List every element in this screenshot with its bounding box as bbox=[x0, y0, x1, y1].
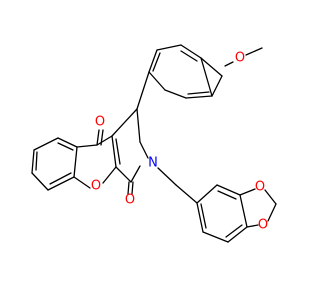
bond bbox=[96, 129, 100, 146]
bond bbox=[227, 226, 248, 243]
bond bbox=[264, 189, 277, 205]
bond bbox=[136, 108, 141, 143]
bond bbox=[136, 71, 150, 110]
bond bbox=[130, 165, 141, 183]
bond bbox=[267, 203, 277, 222]
ketone-oxygen-label: O bbox=[95, 115, 105, 130]
bond bbox=[180, 44, 202, 59]
bond bbox=[211, 75, 223, 97]
bond bbox=[73, 146, 78, 178]
bond bbox=[185, 95, 213, 99]
bond bbox=[76, 144, 98, 148]
bond bbox=[187, 91, 210, 95]
bond bbox=[157, 167, 177, 186]
molecule-structure: O O O O N O O bbox=[0, 0, 300, 300]
bond bbox=[246, 224, 259, 228]
bond bbox=[156, 44, 182, 51]
bond bbox=[200, 57, 223, 77]
bond bbox=[47, 176, 75, 191]
atom-labels: O O O O N O O bbox=[91, 51, 268, 233]
bond bbox=[175, 184, 198, 204]
bond bbox=[31, 149, 35, 174]
bond bbox=[196, 184, 218, 204]
bond bbox=[31, 172, 49, 191]
molecule-canvas: O O O O N O O bbox=[0, 0, 300, 300]
bond bbox=[115, 166, 132, 183]
methoxy-oxygen-label: O bbox=[235, 51, 245, 66]
bond bbox=[200, 203, 207, 229]
bond bbox=[196, 202, 204, 233]
bond bbox=[73, 176, 91, 189]
bond bbox=[148, 49, 158, 73]
bond bbox=[102, 166, 117, 184]
background bbox=[0, 0, 300, 300]
bond bbox=[239, 194, 248, 228]
bond bbox=[225, 224, 243, 238]
bond bbox=[148, 71, 166, 91]
bond bbox=[202, 231, 229, 243]
bond bbox=[35, 151, 38, 171]
bond bbox=[127, 181, 130, 195]
bond bbox=[115, 138, 121, 165]
bond bbox=[245, 47, 263, 56]
bond bbox=[224, 61, 234, 67]
bond bbox=[152, 52, 161, 72]
dioxole-upper-oxygen-label: O bbox=[255, 180, 265, 195]
bond bbox=[180, 50, 198, 62]
bonds bbox=[31, 44, 277, 243]
ring-oxygen-label: O bbox=[91, 179, 101, 194]
lactam-oxygen-label: O bbox=[125, 193, 135, 208]
bond bbox=[57, 142, 74, 151]
bond bbox=[49, 172, 72, 185]
bond bbox=[131, 181, 134, 195]
nitrogen-label: N bbox=[148, 156, 158, 171]
bond bbox=[164, 89, 187, 99]
bond bbox=[139, 141, 149, 159]
bond bbox=[216, 184, 241, 196]
bond bbox=[100, 129, 104, 146]
bond bbox=[111, 135, 117, 168]
bond bbox=[200, 57, 213, 97]
bond bbox=[239, 188, 256, 196]
dioxole-lower-oxygen-label: O bbox=[258, 218, 268, 233]
bond bbox=[33, 137, 59, 151]
bond bbox=[96, 135, 113, 146]
bond bbox=[217, 190, 237, 200]
bond bbox=[57, 137, 78, 148]
bond bbox=[111, 108, 138, 137]
